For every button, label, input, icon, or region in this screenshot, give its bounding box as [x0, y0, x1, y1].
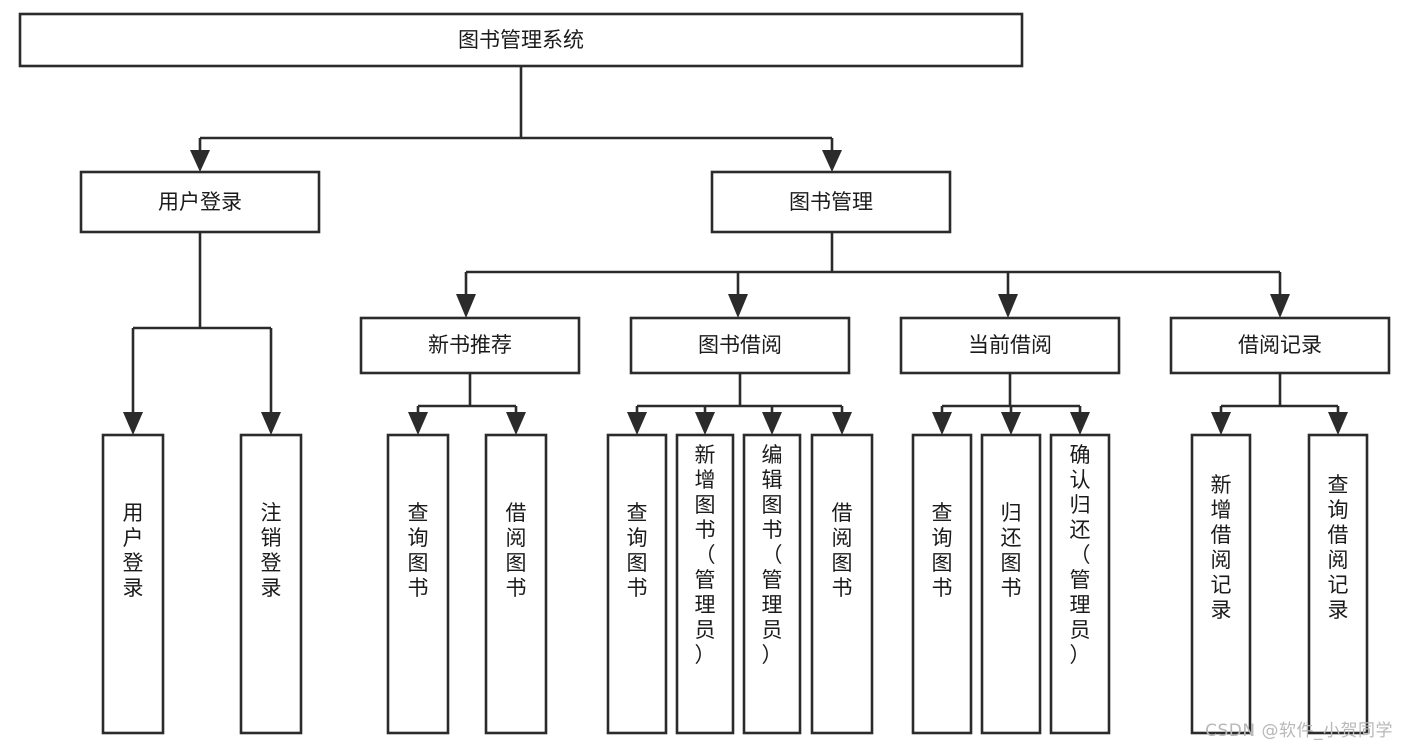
- node-user-login[interactable]: 用户登录: [79, 170, 321, 234]
- node-leaf-query-book-2[interactable]: 查询图书: [606, 433, 668, 735]
- node-leaf-return-book-label: 归还图书: [1001, 501, 1022, 600]
- node-user-login-box: [79, 170, 321, 234]
- node-leaf-add-record-box: [1190, 433, 1252, 735]
- node-leaf-confirm-return[interactable]: 确认归还（管理员）: [1049, 433, 1111, 735]
- node-new-book-recommend-box: [359, 316, 581, 375]
- node-root-label: 图书管理系统: [458, 28, 584, 52]
- arrowhead-leaf-user-logout: [261, 412, 281, 435]
- node-leaf-borrow-book-1-label: 借阅图书: [506, 501, 527, 600]
- node-leaf-edit-book[interactable]: 编辑图书（管理员）: [742, 433, 802, 735]
- node-leaf-add-book[interactable]: 新增图书（管理员）: [675, 433, 735, 735]
- node-leaf-query-book-3-box: [911, 433, 973, 735]
- node-new-book-recommend[interactable]: 新书推荐: [359, 316, 581, 375]
- connector-group-root: [190, 66, 842, 172]
- node-leaf-confirm-return-label: 确认归还（管理员）: [1070, 443, 1091, 667]
- arrowhead-book-borrow: [728, 294, 748, 318]
- node-current-borrow-box: [899, 316, 1121, 375]
- node-leaf-query-record-label: 查询借阅记录: [1328, 473, 1349, 622]
- node-leaf-add-book-box: [675, 433, 735, 735]
- node-leaf-borrow-book-1[interactable]: 借阅图书: [484, 433, 548, 735]
- arrowhead-leaf-query-book-1: [408, 412, 428, 435]
- connector-group-user-login: [123, 232, 281, 435]
- node-leaf-query-record[interactable]: 查询借阅记录: [1307, 433, 1369, 735]
- node-leaf-user-logout-box: [239, 433, 303, 735]
- node-leaf-user-login[interactable]: 用户登录: [101, 433, 165, 735]
- node-leaf-return-book-box: [980, 433, 1042, 735]
- node-book-borrow-box: [629, 316, 851, 375]
- arrowhead-leaf-borrow-book-1: [506, 412, 526, 435]
- node-leaf-query-book-1-label: 查询图书: [408, 501, 429, 600]
- node-leaf-query-record-box: [1307, 433, 1369, 735]
- node-leaf-borrow-book-2-label: 借阅图书: [832, 501, 853, 600]
- node-new-book-recommend-label: 新书推荐: [428, 333, 512, 357]
- arrowhead-leaf-return-book: [1001, 412, 1021, 435]
- node-root-box: [18, 12, 1024, 68]
- arrowhead-borrow-record: [1270, 294, 1290, 318]
- node-leaf-query-book-2-box: [606, 433, 668, 735]
- node-book-borrow[interactable]: 图书借阅: [629, 316, 851, 375]
- node-leaf-add-book-label: 新增图书（管理员）: [695, 443, 716, 667]
- node-book-management[interactable]: 图书管理: [710, 170, 952, 234]
- arrowhead-leaf-confirm-return: [1070, 412, 1090, 435]
- arrowhead-leaf-user-login: [123, 412, 143, 435]
- node-leaf-add-record-label: 新增借阅记录: [1211, 473, 1232, 622]
- node-leaf-query-book-1[interactable]: 查询图书: [386, 433, 450, 735]
- arrowhead-leaf-edit-book: [762, 412, 782, 435]
- node-leaf-user-logout[interactable]: 注销登录: [239, 433, 303, 735]
- node-leaf-user-logout-label: 注销登录: [261, 501, 282, 600]
- node-leaf-edit-book-box: [742, 433, 802, 735]
- arrowhead-leaf-query-book-2: [627, 412, 647, 435]
- node-user-login-label: 用户登录: [158, 190, 242, 214]
- node-leaf-borrow-book-2[interactable]: 借阅图书: [810, 433, 874, 735]
- node-leaf-return-book[interactable]: 归还图书: [980, 433, 1042, 735]
- arrowhead-leaf-query-record: [1328, 412, 1348, 435]
- connector-group-book-borrow: [627, 373, 852, 435]
- node-leaf-borrow-book-1-box: [484, 433, 548, 735]
- arrowhead-current-borrow: [998, 294, 1018, 318]
- node-leaf-edit-book-label: 编辑图书（管理员）: [762, 443, 783, 667]
- node-leaf-user-login-label: 用户登录: [123, 501, 144, 600]
- arrowhead-leaf-add-record: [1211, 412, 1231, 435]
- node-borrow-record-box: [1169, 316, 1391, 375]
- node-borrow-record[interactable]: 借阅记录: [1169, 316, 1391, 375]
- node-leaf-query-book-2-label: 查询图书: [627, 501, 648, 600]
- connector-group-book-management: [456, 232, 1290, 318]
- node-leaf-add-record[interactable]: 新增借阅记录: [1190, 433, 1252, 735]
- node-leaf-query-book-3[interactable]: 查询图书: [911, 433, 973, 735]
- node-leaf-confirm-return-box: [1049, 433, 1111, 735]
- node-root[interactable]: 图书管理系统: [18, 12, 1024, 68]
- connector-group-current-borrow: [932, 373, 1090, 435]
- arrowhead-leaf-borrow-book-2: [832, 412, 852, 435]
- node-leaf-borrow-book-2-box: [810, 433, 874, 735]
- connector-group-new-book-recommend: [408, 373, 526, 435]
- arrowhead-book-management: [822, 150, 842, 172]
- arrowhead-leaf-add-book: [695, 412, 715, 435]
- arrowhead-leaf-query-book-3: [932, 412, 952, 435]
- node-leaf-query-book-1-box: [386, 433, 450, 735]
- node-leaf-user-login-box: [101, 433, 165, 735]
- node-book-borrow-label: 图书借阅: [698, 333, 782, 357]
- arrowhead-new-book-recommend: [456, 294, 476, 318]
- node-current-borrow-label: 当前借阅: [968, 333, 1052, 357]
- node-leaf-query-book-3-label: 查询图书: [932, 501, 953, 600]
- node-current-borrow[interactable]: 当前借阅: [899, 316, 1121, 375]
- arrowhead-user-login: [190, 150, 210, 172]
- node-book-management-label: 图书管理: [789, 190, 873, 214]
- connector-group-borrow-record: [1211, 373, 1348, 435]
- node-book-management-box: [710, 170, 952, 234]
- node-borrow-record-label: 借阅记录: [1238, 333, 1322, 357]
